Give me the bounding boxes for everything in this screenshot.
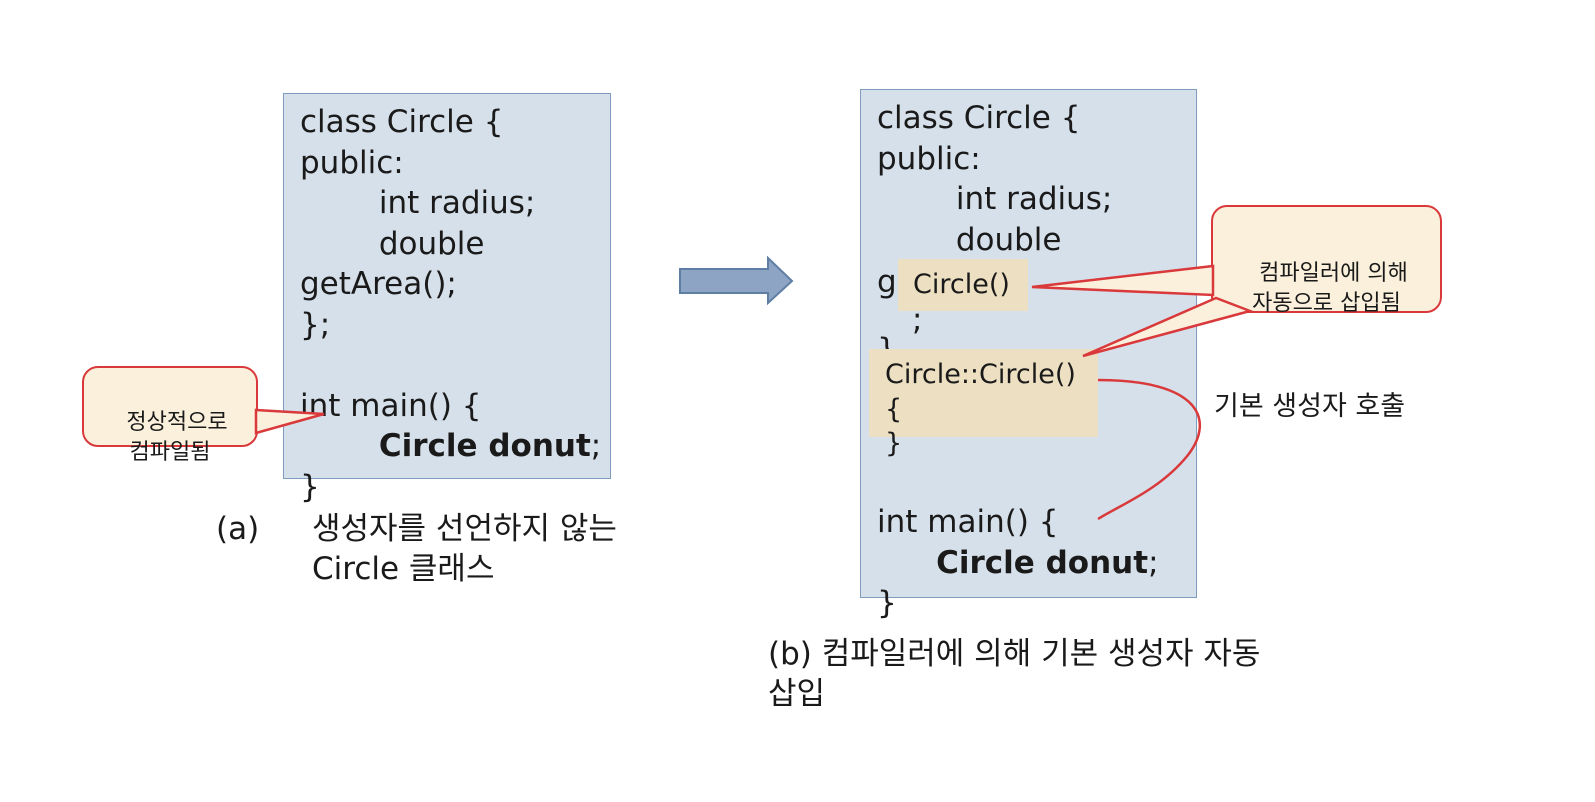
code-b-line-4: double bbox=[877, 221, 1062, 258]
code-a-line-1: class Circle { bbox=[300, 104, 504, 140]
caption-a-label: (a) bbox=[216, 511, 260, 547]
callout-auto-inserted: 컴파일러에 의해 자동으로 삽입됨 bbox=[1211, 205, 1442, 316]
inserted-definition-line1: Circle::Circle() bbox=[885, 359, 1076, 390]
callout-b-pointer-upper bbox=[1031, 264, 1215, 297]
code-b-object-declaration: Circle donut bbox=[936, 544, 1149, 581]
caption-a-line1: 생성자를 선언하지 않는 bbox=[312, 511, 617, 547]
code-a-line-2: public: bbox=[300, 144, 404, 181]
code-b-top: class Circle { public: int radius; doubl… bbox=[877, 98, 1112, 260]
code-a-semicolon: ; bbox=[590, 428, 602, 464]
inserted-declaration-box bbox=[898, 259, 1028, 311]
side-label-default-constructor-call: 기본 생성자 호출 bbox=[1214, 391, 1406, 422]
transform-arrow bbox=[679, 255, 794, 306]
code-b-semicolon: ; bbox=[912, 302, 923, 338]
code-b-main: int main() { bbox=[877, 504, 1059, 540]
caption-a-line2: Circle 클래스 bbox=[312, 551, 495, 587]
code-b-semicolon-end: ; bbox=[1148, 544, 1159, 581]
inserted-definition-box bbox=[869, 349, 1098, 437]
constructor-call-curve bbox=[1097, 378, 1202, 521]
callout-compiles-ok-text: 정상적으로 컴파일됨 bbox=[126, 410, 228, 465]
inserted-definition-line3: } bbox=[885, 428, 903, 459]
code-b-g: g bbox=[877, 264, 897, 300]
callout-a-pointer bbox=[254, 408, 325, 435]
code-a: class Circle { public: int radius; doubl… bbox=[300, 102, 601, 507]
caption-b-line1: (b) 컴파일러에 의해 기본 생성자 자동 bbox=[768, 636, 1261, 672]
inserted-definition-line2: { bbox=[885, 394, 903, 425]
inserted-declaration: Circle() bbox=[913, 269, 1010, 300]
callout-compiles-ok: 정상적으로 컴파일됨 bbox=[82, 366, 258, 465]
callout-b-pointer-lower bbox=[1082, 296, 1255, 358]
code-b-bottom: int main() { Circle donut; } bbox=[877, 502, 1159, 624]
code-a-line-3: int radius; bbox=[300, 185, 536, 221]
code-a-line-4: double bbox=[300, 225, 485, 262]
code-b-line-3: int radius; bbox=[877, 181, 1113, 217]
code-box-a bbox=[283, 93, 611, 479]
code-b-end-brace: } bbox=[877, 585, 897, 621]
code-b-line-2: public: bbox=[877, 140, 981, 177]
code-a-line-8: int main() { bbox=[300, 387, 482, 424]
callout-auto-inserted-text: 컴파일러에 의해 자동으로 삽입됨 bbox=[1252, 261, 1408, 316]
code-a-line-5: getArea(); bbox=[300, 266, 457, 302]
caption-b-line2: 삽입 bbox=[768, 676, 826, 712]
code-a-line-10: } bbox=[300, 468, 320, 505]
code-b-line-1: class Circle { bbox=[877, 100, 1081, 136]
code-a-object-declaration: Circle donut bbox=[378, 428, 591, 464]
code-box-b bbox=[860, 89, 1197, 598]
code-a-line-6: }; bbox=[300, 306, 331, 343]
